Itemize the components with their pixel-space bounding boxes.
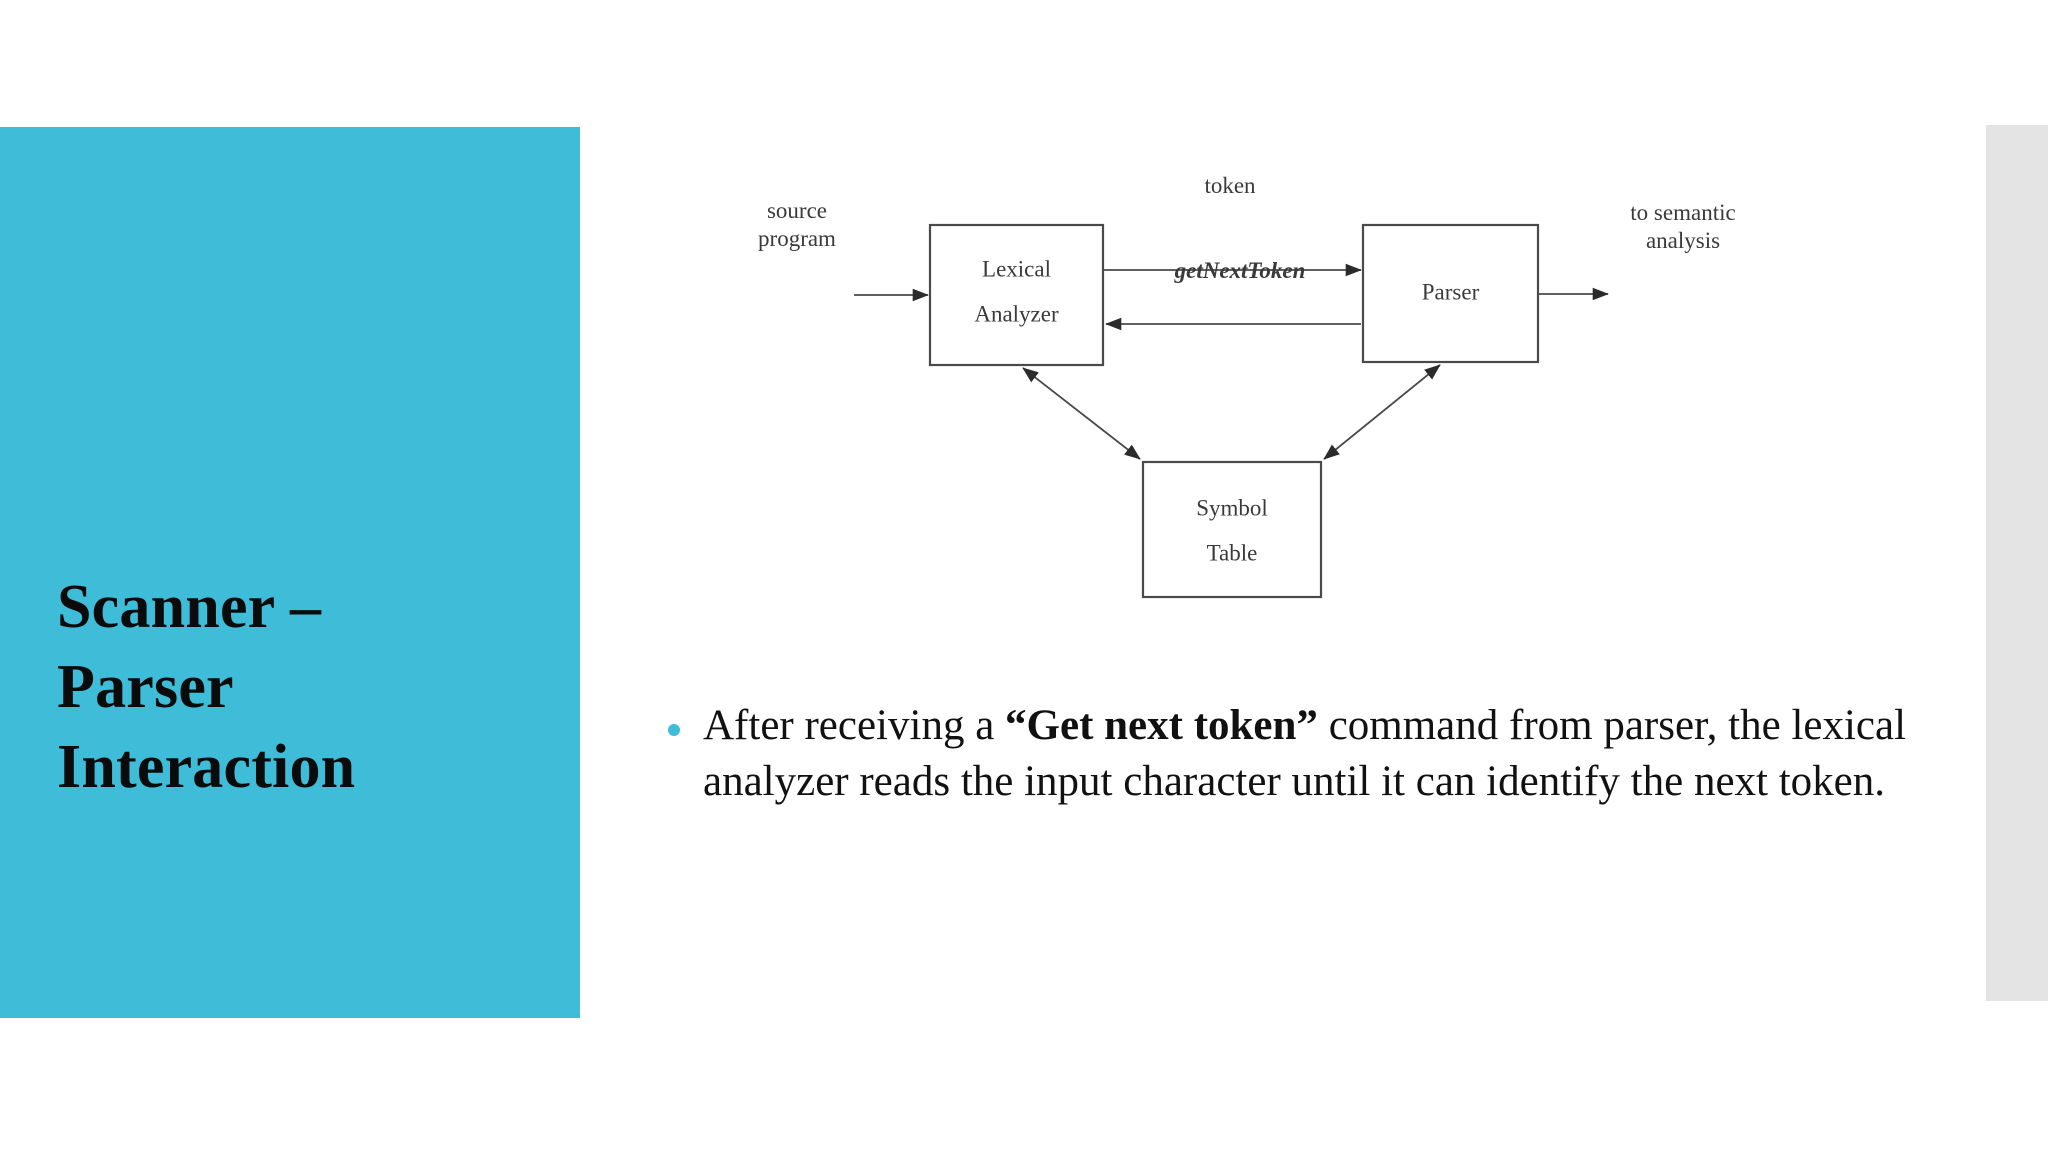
lexical-symboltable-arrow xyxy=(1022,367,1141,460)
body-text-block: After receiving a “Get next token” comma… xyxy=(668,698,1928,810)
scanner-parser-diagram: Lexical Analyzer Parser Symbol Table xyxy=(740,160,1740,620)
bullet-text-part2: command from parser, the lexical analyze… xyxy=(703,702,1907,805)
lexical-analyzer-label-line2: Analyzer xyxy=(974,301,1059,326)
page-title: Scanner – Parser Interaction xyxy=(57,573,356,801)
right-edge-strip xyxy=(1986,125,2048,1001)
bullet-dot-icon xyxy=(668,724,680,736)
parser-box xyxy=(1361,223,1540,364)
source-label-line2: program xyxy=(758,226,836,251)
bullet-text: After receiving a “Get next token” comma… xyxy=(703,698,1928,810)
source-label-line1: source xyxy=(767,198,827,223)
semantic-label-line2: analysis xyxy=(1646,228,1720,253)
semantic-label-line1: to semantic xyxy=(1630,200,1735,225)
bullet-text-bold: “Get next token” xyxy=(1005,702,1318,749)
get-next-token-label: getNextToken xyxy=(1174,258,1306,283)
bullet-text-part1: After receiving a xyxy=(703,702,1006,749)
title-panel: Scanner – Parser Interaction xyxy=(0,127,580,1018)
symbol-table-label-line2: Table xyxy=(1207,540,1258,565)
token-label: token xyxy=(1204,173,1256,198)
list-item: After receiving a “Get next token” comma… xyxy=(668,698,1928,810)
symbol-table-label-line1: Symbol xyxy=(1196,495,1268,520)
parser-label: Parser xyxy=(1422,279,1480,304)
lexical-analyzer-box xyxy=(928,223,1105,367)
parser-symboltable-arrow xyxy=(1323,364,1441,460)
lexical-analyzer-label-line1: Lexical xyxy=(982,256,1051,281)
symbol-table-box xyxy=(1141,460,1323,599)
